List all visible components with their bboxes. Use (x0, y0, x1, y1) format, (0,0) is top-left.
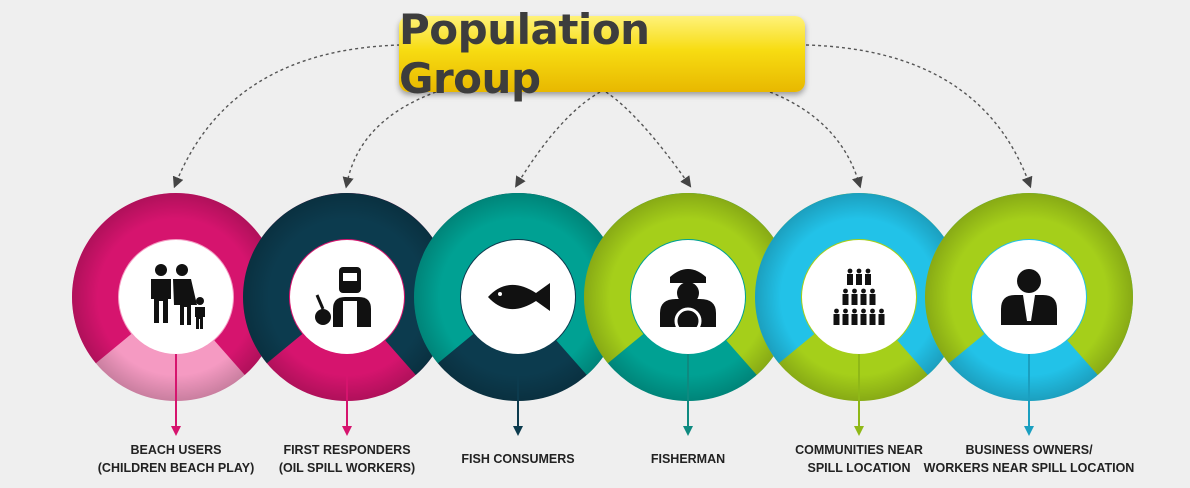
down-arrow-3 (513, 354, 523, 436)
down-arrow-1 (171, 354, 181, 436)
down-arrow-6 (1024, 354, 1034, 436)
icon-layer (119, 240, 1086, 354)
page-title: Population Group (399, 5, 650, 103)
captain-icon (631, 240, 745, 354)
connector-6 (805, 44, 1033, 189)
connector-3 (515, 91, 601, 188)
fish-icon (461, 240, 575, 354)
group-label-1: BEACH USERS (CHILDREN BEACH PLAY) (97, 443, 255, 475)
down-arrow-5 (854, 354, 864, 436)
connector-4 (605, 91, 692, 188)
group-label-5: COMMUNITIES NEAR SPILL LOCATION (795, 443, 923, 475)
down-arrow-2 (342, 354, 352, 436)
title-banner: Population Group (399, 5, 805, 103)
connector-5 (769, 91, 863, 189)
connector-2 (342, 91, 437, 189)
group-label-6: BUSINESS OWNERS/ WORKERS NEAR SPILL LOCA… (923, 443, 1135, 475)
connector-1 (172, 44, 401, 189)
connector-lines (172, 44, 1033, 189)
down-arrow-4 (683, 354, 693, 436)
welder-icon (290, 240, 404, 354)
down-arrows (171, 354, 1034, 436)
family-icon (119, 240, 233, 354)
group-label-2: FIRST RESPONDERS (OIL SPILL WORKERS) (278, 443, 416, 475)
businessman-icon (972, 240, 1086, 354)
group-label-4: FISHERMAN (650, 452, 726, 466)
crowd-icon (802, 240, 916, 354)
group-label-3: FISH CONSUMERS (461, 452, 575, 466)
